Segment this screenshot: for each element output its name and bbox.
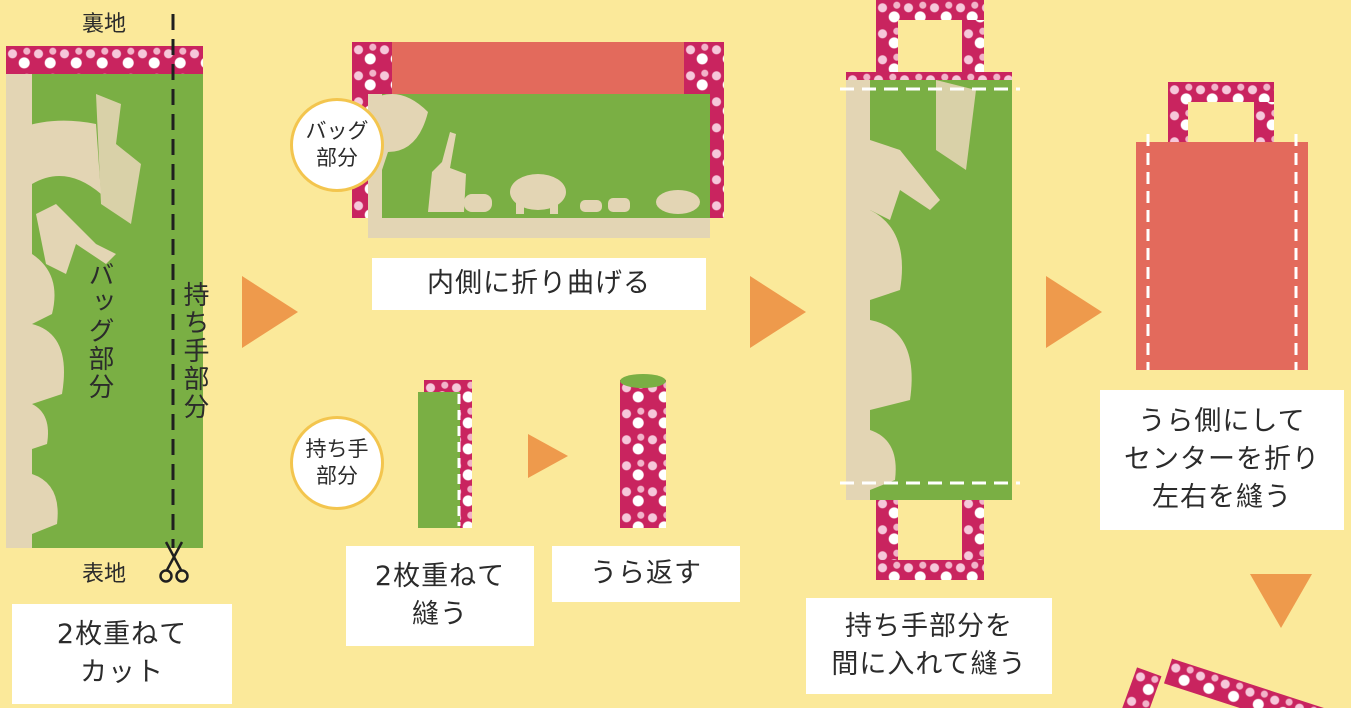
handle-part-label: 持ち手部分 [179,281,209,421]
bag-part-circle-line2: 部分 [316,146,358,170]
step5-caption-line3: 左右を縫う [1152,481,1292,513]
cut-line-icon [171,14,175,548]
handle-print-tube [620,380,666,528]
handle-strip-sewn [418,380,472,528]
step4-lining-top [846,72,1012,80]
step3-caption-sew-line2: 縫う [412,599,468,630]
step5-caption-line1: うら側にして [1138,406,1306,438]
step2-caption: 内側に折り曲げる [372,258,706,310]
animal-silhouettes [368,94,700,214]
step5-bag [1136,78,1308,370]
step3-caption-sew-line1: 2枚重ねて [374,561,506,593]
arrow-down-icon [1250,574,1312,628]
step5-caption: うら側にして センターを折り 左右を縫う [1100,390,1344,530]
bottom-handle-bridge [876,560,984,580]
bag-part-label: バッグ部分 [84,261,114,401]
arrow-right-icon [750,276,806,348]
stitch-line-bottom [840,481,1020,485]
top-handle-bridge [876,0,984,20]
step2-bag-folded [352,42,724,238]
step3-caption-sew: 2枚重ねて 縫う [346,546,534,646]
stitch-line-top [840,87,1020,91]
step5-handle-bridge [1168,82,1274,102]
step4-caption: 持ち手部分を 間に入れて縫う [806,598,1052,694]
finished-bag-preview [1108,640,1351,708]
preview-handle-left [1116,667,1162,708]
step4-caption-line1: 持ち手部分を [845,611,1013,643]
step2-caption-text: 内側に折り曲げる [427,268,651,300]
savanna-silhouettes [6,94,141,534]
arrow-right-icon [242,276,298,348]
step1-caption: 2枚重ねて カット [12,604,232,704]
arrow-right-icon [1046,276,1102,348]
step3-caption-turn-text: うら返す [590,558,702,590]
lining-strip [6,46,203,74]
handle-part-circle-line1: 持ち手 [305,436,369,461]
step3-caption-turn: うら返す [552,546,740,602]
scissors-icon [159,541,189,583]
bag-part-circle-line1: バッグ [305,118,369,143]
stitch-line-left [1146,134,1150,370]
step5-bag-body [1136,142,1308,370]
step1-caption-line2: カット [80,657,164,688]
outer-fabric-label: 表地 [82,562,127,587]
lining-salmon [392,42,684,100]
handle-part-circle: 持ち手 部分 [290,416,384,510]
handle-green-front [418,392,460,528]
step5-caption-line2: センターを折り [1124,444,1320,476]
stitch-line-icon [457,394,461,526]
handle-part-circle-line2: 部分 [316,464,358,488]
stitch-line-right [1294,134,1298,370]
lining-label: 裏地 [82,12,127,37]
step1-caption-line1: 2枚重ねて [56,619,188,651]
arrow-right-icon [528,434,568,478]
step4-caption-line2: 間に入れて縫う [831,649,1027,680]
step4-assembly [840,0,1020,584]
handle-tube-top [620,374,666,388]
handle-strip-turned [620,374,666,528]
savanna-silhouettes-vertical [870,80,976,490]
bag-part-circle: バッグ 部分 [290,98,384,192]
preview-handle [1163,658,1344,708]
